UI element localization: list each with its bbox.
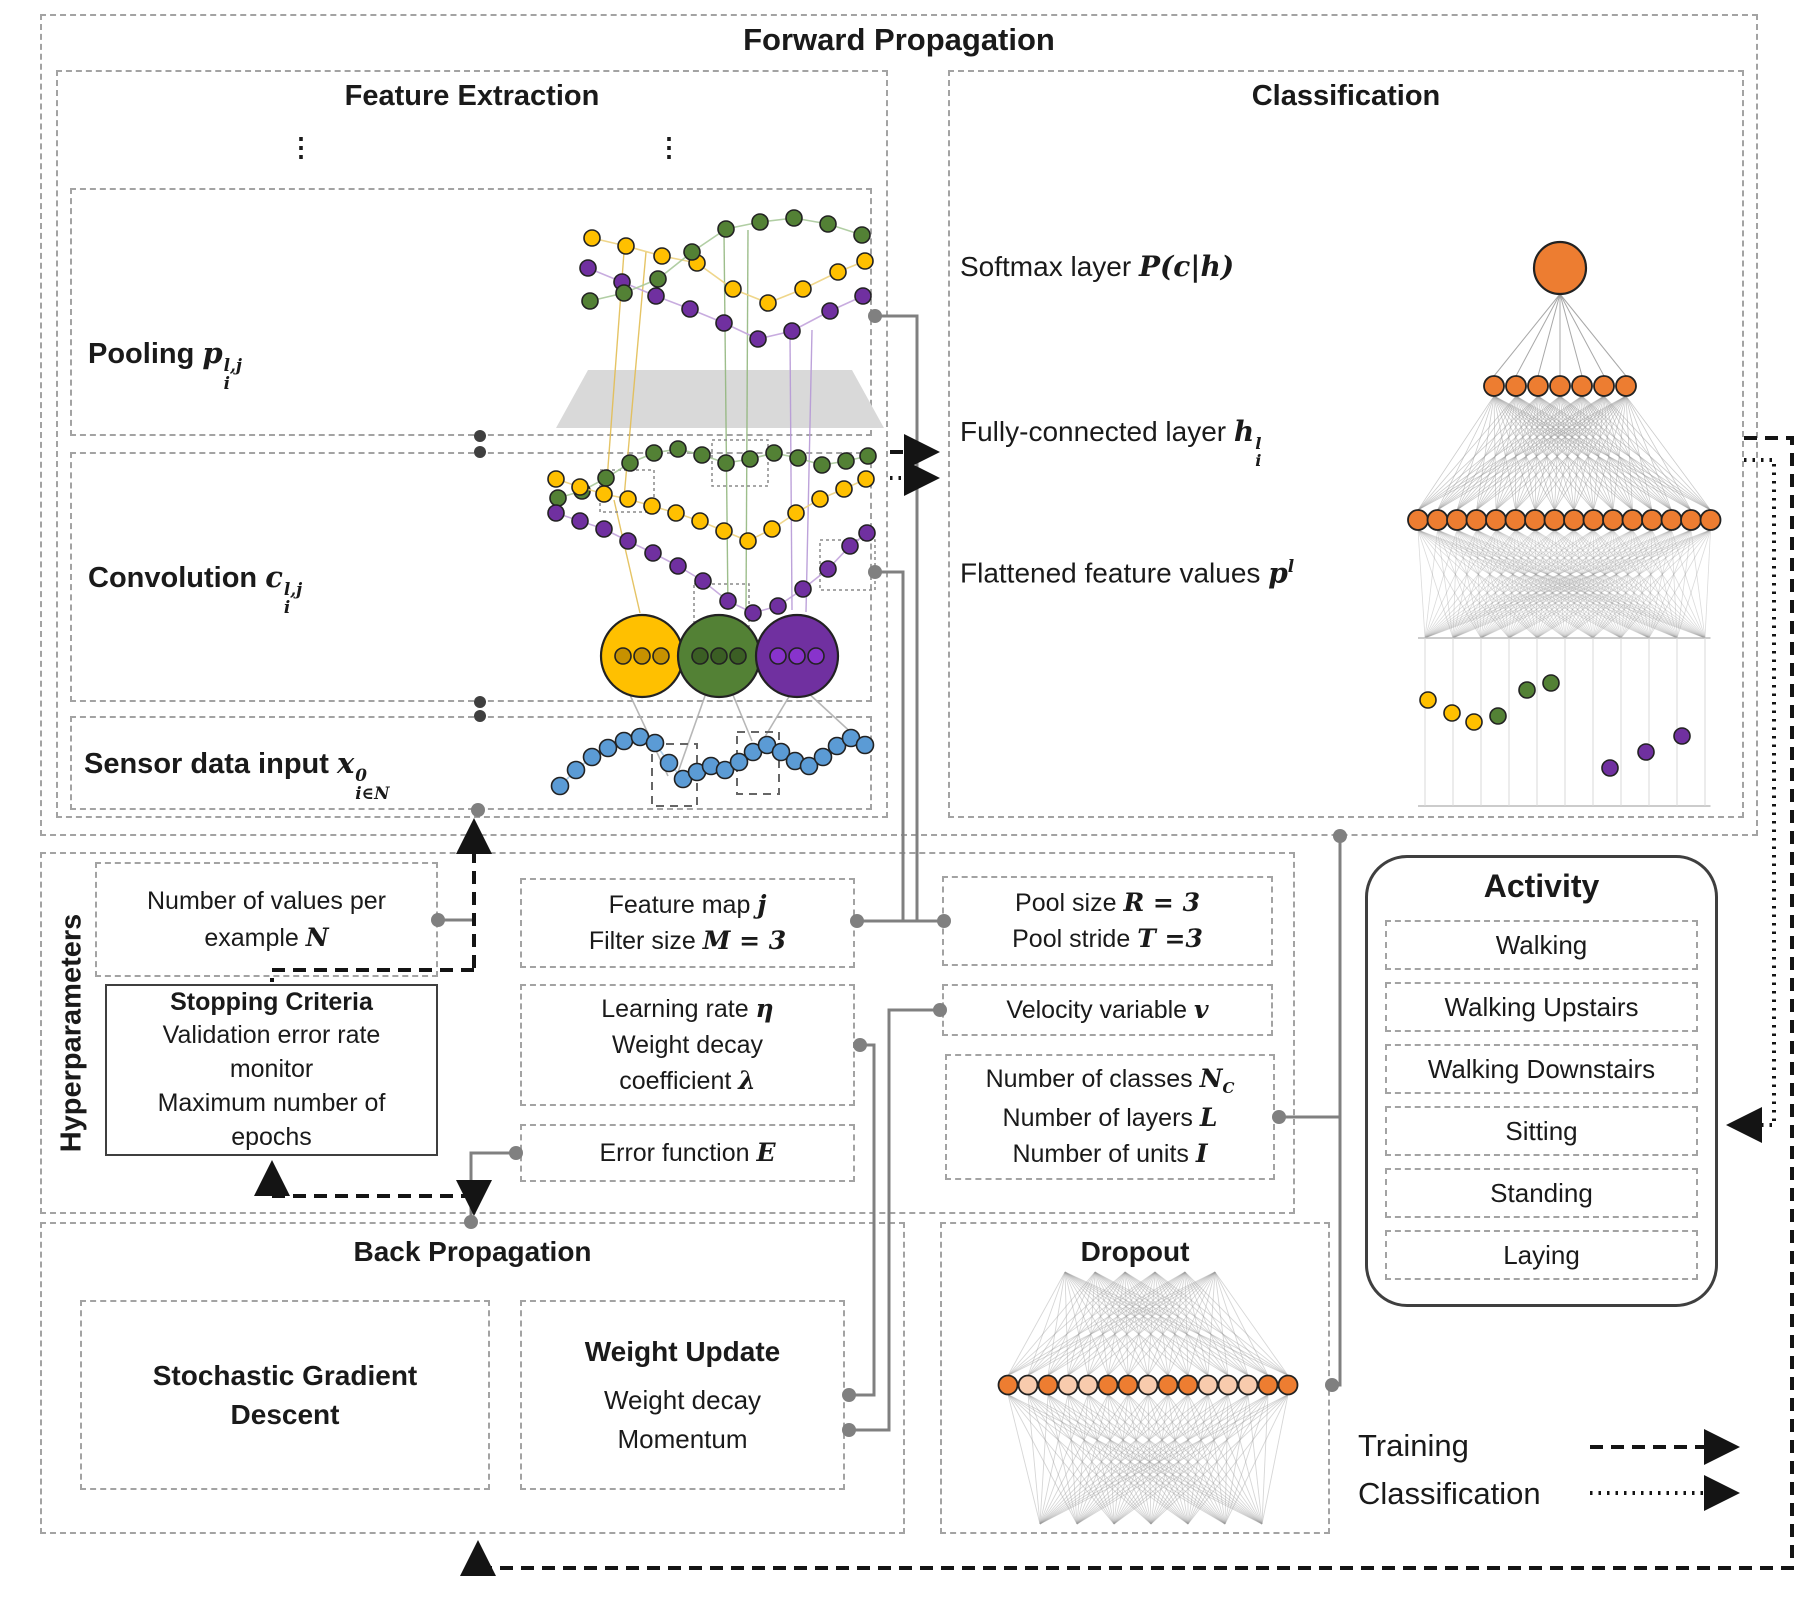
ellipsis-right: ⋮: [656, 132, 682, 162]
activity-item-walking: Walking: [1385, 920, 1698, 970]
stopping-criteria-box: [105, 984, 438, 1156]
legend-training-label: Training: [1358, 1428, 1469, 1463]
learning-rate-label: Learning rate η Weight decay coefficient…: [601, 993, 774, 1096]
feature-extraction-box: [56, 70, 888, 818]
activity-item-laying: Laying: [1385, 1230, 1698, 1280]
dropout-box: [940, 1222, 1330, 1534]
activity-item-standing: Standing: [1385, 1168, 1698, 1218]
dropout-title: Dropout: [1080, 1236, 1190, 1267]
forward-propagation-title: Forward Propagation: [743, 22, 1055, 57]
ellipsis-left: ⋮: [288, 132, 314, 162]
error-function-label: Error function E: [599, 1137, 776, 1167]
activity-item-walking-downstairs: Walking Downstairs: [1385, 1044, 1698, 1094]
sgd-label: Stochastic Gradient Descent: [152, 1359, 418, 1430]
pooling-box: [70, 188, 872, 436]
classification-title: Classification: [1251, 80, 1441, 112]
activity-item-walking-upstairs: Walking Upstairs: [1385, 982, 1698, 1032]
activity-item-sitting: Sitting: [1385, 1106, 1698, 1156]
back-propagation-title: Back Propagation: [353, 1236, 592, 1267]
softmax-label: Softmax layer P(c|h): [960, 250, 1235, 283]
classes-layers-units-label: Number of classes NC Number of layers L …: [985, 1064, 1235, 1169]
pool-size-label: Pool size R = 3 Pool stride T =3: [1012, 887, 1203, 953]
weight-update-label: Weight Update Weight decay Momentum: [584, 1336, 781, 1454]
legend-classification-label: Classification: [1358, 1476, 1541, 1511]
feature-extraction-title: Feature Extraction: [344, 80, 600, 112]
stopping-criteria-label: Stopping Criteria Validation error rate …: [157, 987, 386, 1151]
feature-map-label: Feature map j Filter size M = 3: [588, 889, 787, 955]
hyperparameters-label: Hyperparameters: [55, 913, 88, 1153]
flattened-label: Flattened feature values pl: [960, 556, 1295, 590]
velocity-label: Velocity variable v: [1006, 994, 1209, 1024]
activity-title: Activity: [1483, 868, 1600, 904]
n-values-label: Number of values per example N: [146, 887, 386, 952]
